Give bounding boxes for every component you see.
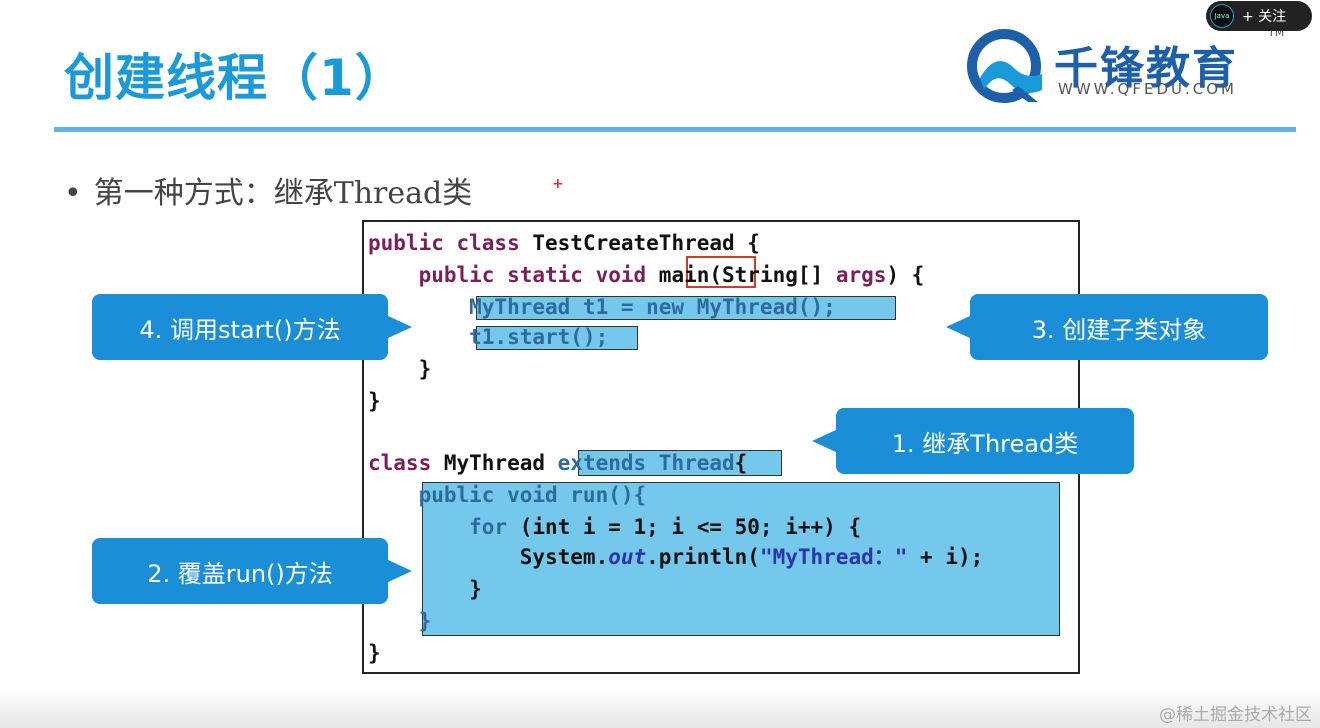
logo-url: WWW.QFEDU.COM bbox=[1058, 80, 1237, 98]
highlight-new-object bbox=[476, 296, 896, 320]
code-line-6: } bbox=[368, 389, 381, 413]
callout-extends-thread-text: 1. 继承Thread类 bbox=[891, 429, 1079, 458]
code-line-1: public class TestCreateThread { bbox=[368, 231, 760, 255]
highlight-start-call bbox=[476, 326, 638, 350]
main-method-box bbox=[686, 256, 756, 288]
callout-create-object-text: 3. 创建子类对象 bbox=[1031, 315, 1207, 344]
follow-button[interactable]: Java + 关注 bbox=[1206, 1, 1312, 31]
code-line-11: } bbox=[368, 577, 482, 601]
callout-create-object: 3. 创建子类对象 bbox=[970, 294, 1268, 360]
bullet-dot-icon: • bbox=[64, 176, 82, 211]
code-line-9: for (int i = 1; i <= 50; i++) { bbox=[368, 515, 862, 539]
code-line-10: System.out.println("MyThread：" + i); bbox=[368, 545, 984, 569]
highlight-run-method bbox=[422, 482, 1060, 636]
cursor-plus-icon: + bbox=[552, 176, 564, 192]
watermark: @稀土掘金技术社区 bbox=[1159, 705, 1312, 725]
code-line-5: } bbox=[368, 357, 432, 381]
code-line-8: public void run(){ bbox=[368, 483, 647, 507]
highlight-extends bbox=[578, 450, 782, 476]
callout-call-start: 4. 调用start()方法 bbox=[92, 294, 388, 360]
bullet-text: 第一种方式：继承Thread类 bbox=[93, 176, 473, 211]
logo-q-icon bbox=[967, 29, 1042, 103]
logo-name: 千锋教育 bbox=[1054, 43, 1238, 94]
callout-extends-thread: 1. 继承Thread类 bbox=[836, 408, 1134, 474]
bullet-point: • 第一种方式：继承Thread类 bbox=[64, 168, 472, 212]
callout-call-start-text: 4. 调用start()方法 bbox=[139, 315, 341, 344]
code-line-2: public static void main(String[] args) { bbox=[368, 263, 925, 287]
code-line-13: } bbox=[368, 641, 381, 665]
channel-avatar: Java bbox=[1210, 4, 1234, 28]
slide-title: 创建线程（1） bbox=[64, 49, 406, 107]
title-divider bbox=[54, 127, 1296, 132]
code-line-3: MyThread t1 = new MyThread(); bbox=[368, 295, 836, 319]
player-bottom-bar bbox=[0, 688, 1320, 728]
callout-override-run: 2. 覆盖run()方法 bbox=[92, 538, 388, 604]
code-line-4: t1.start(); bbox=[368, 325, 609, 349]
code-line-7: class MyThread extends Thread{ bbox=[368, 451, 748, 475]
qfedu-logo: 千锋教育 WWW.QFEDU.COM TM bbox=[966, 26, 1284, 108]
follow-label: + 关注 bbox=[1242, 9, 1287, 25]
callout-override-run-text: 2. 覆盖run()方法 bbox=[147, 559, 333, 588]
code-line-12: } bbox=[368, 609, 432, 633]
